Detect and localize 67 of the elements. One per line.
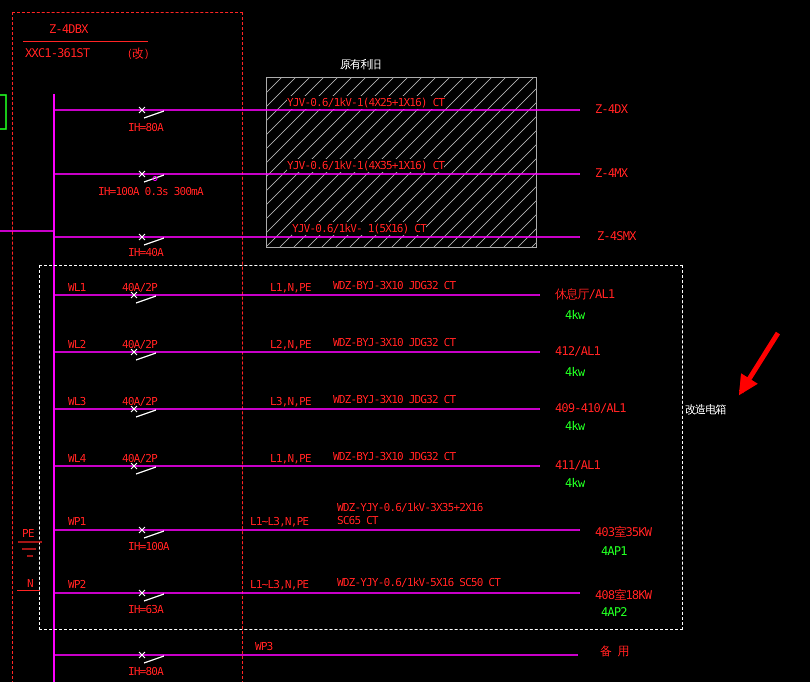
- load-label: 4kw: [565, 309, 584, 322]
- circuit-label: L3,N,PE: [270, 395, 311, 408]
- cable-label: WDZ-YJY-0.6/1kV-5X16 SC50 CT: [337, 576, 500, 589]
- circuit-label: WP2: [68, 578, 86, 591]
- cabinet-outline: [12, 12, 243, 682]
- circuit-label: WP3: [255, 640, 272, 653]
- cable-label: YJV-0.6/1kV-1(4X35+1X16) CT: [287, 159, 444, 172]
- circuit-label: 40A/2P: [122, 452, 157, 465]
- destination-label: 411/AL1: [540, 459, 600, 472]
- circuit-label: IH=80A: [128, 121, 163, 134]
- feeder-line: [55, 173, 580, 175]
- conductor-label: N: [17, 577, 40, 591]
- feeder-line: [0, 230, 53, 232]
- circuit-label: WL3: [68, 395, 86, 408]
- circuit-label: IH=80A: [128, 665, 163, 678]
- circuit-label: IH=63A: [128, 603, 163, 616]
- circuit-label: IH=40A: [128, 246, 163, 259]
- circuit-label: WL1: [68, 281, 86, 294]
- circuit-label: IH=100A 0.3s 300mA: [98, 185, 203, 198]
- circuit-label: L1~L3,N,PE: [250, 515, 308, 528]
- feeder-line: [55, 408, 540, 410]
- circuit-label: WP1: [68, 515, 86, 528]
- destination-label: 备 用: [578, 645, 629, 658]
- circuit-label: 40A/2P: [122, 281, 157, 294]
- destination-label: 408室18KW: [580, 589, 652, 602]
- box-heading: 改造电箱: [685, 403, 726, 416]
- cable-label: YJV-0.6/1kV-1(4X25+1X16) CT: [287, 96, 444, 109]
- panel-name: Z-4DBX: [49, 23, 88, 36]
- circuit-label: WL4: [68, 452, 86, 465]
- load-label: 4kw: [565, 366, 584, 379]
- load-label: 4kw: [565, 420, 584, 433]
- feeder-line: [55, 351, 540, 353]
- destination-label: 409-410/AL1: [540, 402, 626, 415]
- feeder-line: [55, 109, 580, 111]
- circuit-label: IH=100A: [128, 540, 169, 553]
- panel-note: （改）: [121, 47, 155, 60]
- cable-label: WDZ-BYJ-3X10 JDG32 CT: [333, 279, 456, 292]
- feeder-line: [55, 465, 540, 467]
- destination-label: 412/AL1: [540, 345, 600, 358]
- feeder-line: [55, 592, 580, 594]
- circuit-label: L1,N,PE: [270, 281, 311, 294]
- circuit-label: 40A/2P: [122, 395, 157, 408]
- cable-label: YJV-0.6/1kV- 1(5X16) CT: [292, 222, 426, 235]
- region-heading: 原有利旧: [340, 58, 381, 71]
- feeder-line: [55, 529, 580, 531]
- circuit-label: 40A/2P: [122, 338, 157, 351]
- cable-label: WDZ-BYJ-3X10 JDG32 CT: [333, 393, 456, 406]
- load-label: 4kw: [565, 477, 584, 490]
- destination-label: Z-4MX: [580, 167, 628, 180]
- cable-label: WDZ-BYJ-3X10 JDG32 CT: [333, 336, 456, 349]
- destination-label: Z-4SMX: [580, 230, 636, 243]
- feeder-line: [55, 236, 580, 238]
- circuit-label: L2,N,PE: [270, 338, 311, 351]
- feeder-line: [55, 294, 540, 296]
- load-label: 4AP2: [601, 606, 627, 619]
- circuit-label: L1,N,PE: [270, 452, 311, 465]
- circuit-label: WL2: [68, 338, 86, 351]
- arrow: [738, 332, 780, 396]
- load-label: 4AP1: [601, 545, 627, 558]
- feeder-line: [55, 654, 578, 656]
- destination-label: 休息厅/AL1: [540, 288, 614, 301]
- cable-label: WDZ-BYJ-3X10 JDG32 CT: [333, 450, 456, 463]
- conductor-label: PE: [22, 527, 34, 540]
- destination-label: 403室35KW: [580, 526, 652, 539]
- circuit-label: L1~L3,N,PE: [250, 578, 308, 591]
- panel-model: XXC1-361ST: [25, 47, 90, 60]
- destination-label: Z-4DX: [580, 103, 628, 116]
